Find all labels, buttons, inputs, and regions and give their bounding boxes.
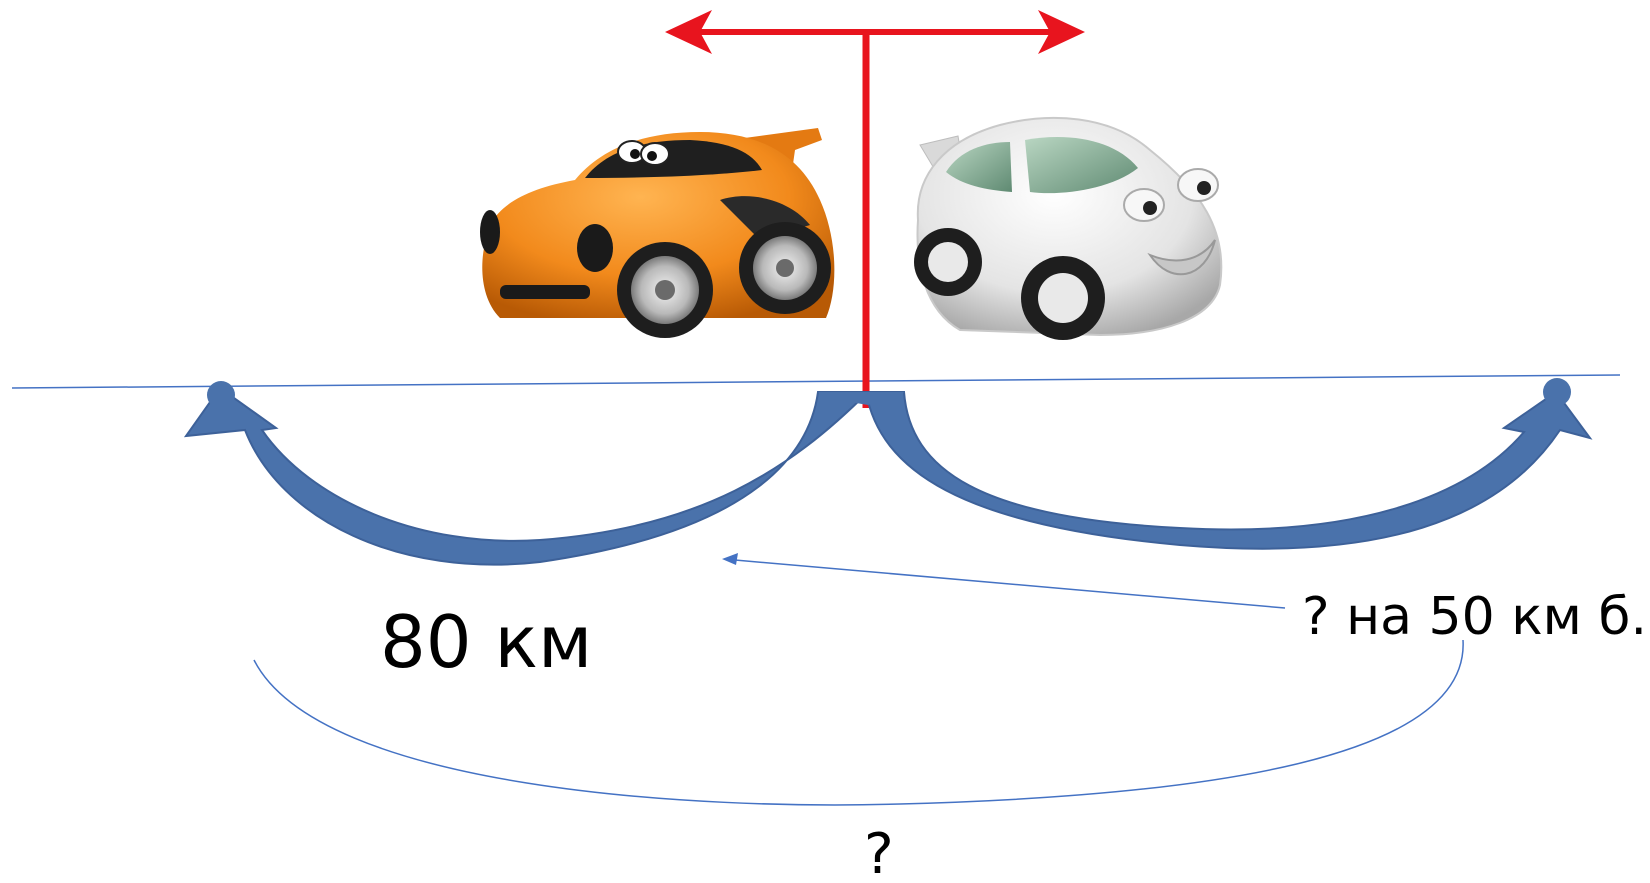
left-curved-arrow	[183, 381, 871, 566]
right-endpoint-dot	[1543, 378, 1571, 406]
total-distance-label: ?	[864, 822, 894, 883]
white-car-front-wheel	[1021, 256, 1105, 340]
right-curved-arrow	[864, 378, 1593, 550]
left-distance-label: 80 км	[380, 600, 593, 684]
total-arc	[253, 639, 1464, 806]
white-car-icon	[914, 117, 1223, 340]
comparison-pointer	[722, 553, 1286, 609]
red-double-arrow	[665, 10, 1085, 54]
orange-car-icon	[480, 128, 835, 338]
orange-car-rear-wheel	[739, 222, 831, 314]
left-endpoint-dot	[207, 381, 235, 409]
arrow-junction	[818, 392, 904, 405]
ground-line	[11, 374, 1621, 389]
right-distance-label: ? на 50 км б.	[1302, 587, 1647, 647]
white-car-rear-wheel	[914, 228, 982, 296]
orange-car-front-wheel	[617, 242, 713, 338]
